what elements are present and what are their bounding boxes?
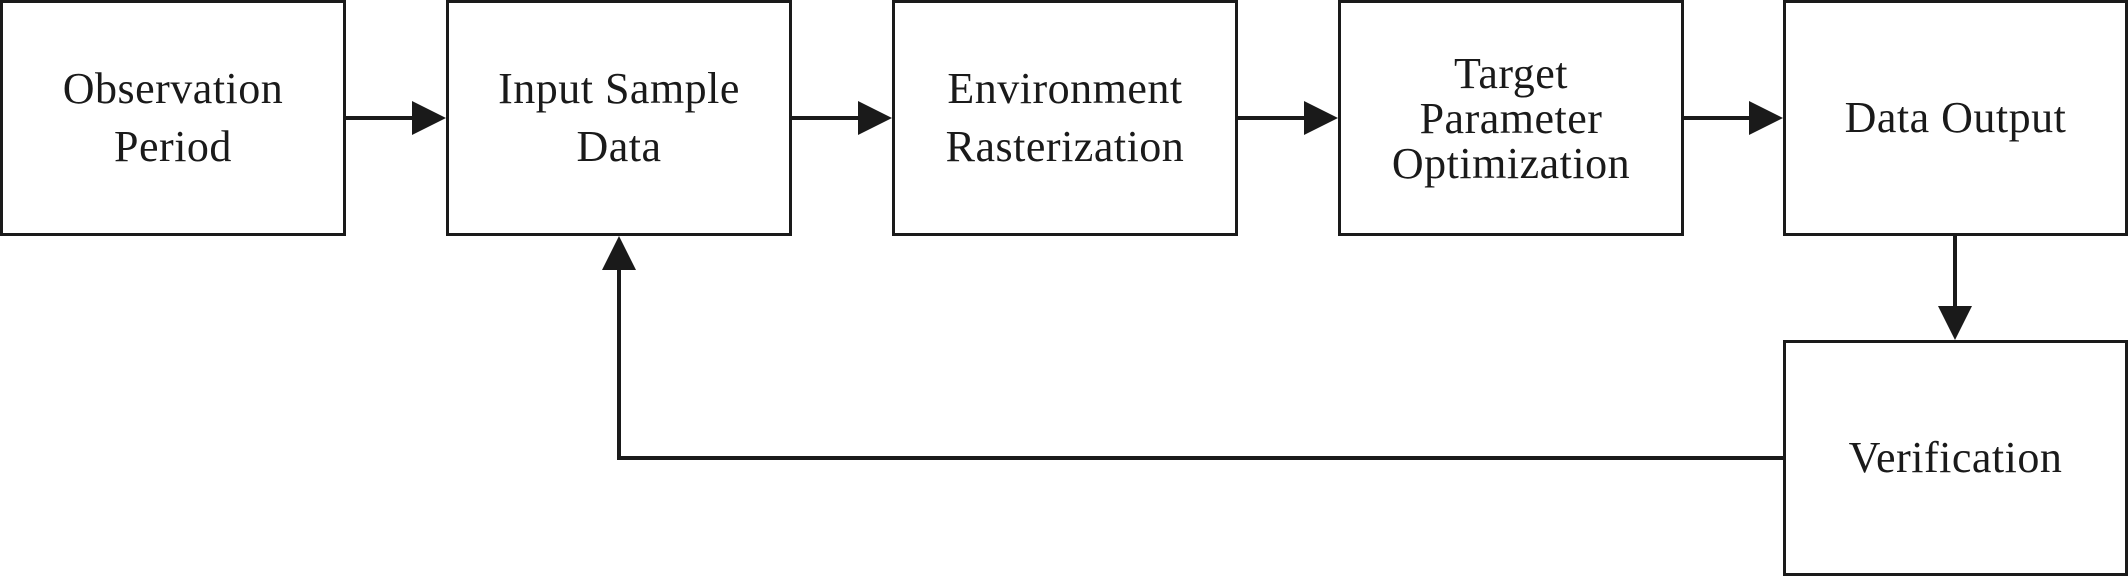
- arrow-observation-to-input: [346, 101, 446, 135]
- environment-rasterization-line-1: Environment: [947, 64, 1183, 113]
- target-parameter-optimization-line-1: Target: [1454, 48, 1568, 98]
- arrow-target-to-output: [1684, 101, 1783, 135]
- verification-box: Verification: [1783, 340, 2128, 576]
- input-sample-data-label: Input Sample Data: [498, 60, 740, 176]
- target-parameter-optimization-box: Target Parameter Optimization: [1338, 0, 1684, 236]
- observation-period-line-1: Observation: [62, 64, 284, 113]
- input-sample-data-line-1: Input Sample: [498, 64, 740, 113]
- observation-period-line-2: Period: [114, 122, 232, 171]
- input-sample-data-box: Input Sample Data: [446, 0, 792, 236]
- observation-period-box: Observation Period: [0, 0, 346, 236]
- arrow-input-to-environment: [792, 101, 892, 135]
- target-parameter-optimization-line-3: Optimization: [1391, 138, 1631, 188]
- data-output-box: Data Output: [1783, 0, 2128, 236]
- verification-label: Verification: [1849, 429, 2063, 487]
- target-parameter-optimization-label: Target Parameter Optimization: [1392, 51, 1630, 186]
- environment-rasterization-box: Environment Rasterization: [892, 0, 1238, 236]
- arrow-environment-to-target: [1238, 101, 1338, 135]
- input-sample-data-line-2: Data: [576, 122, 662, 171]
- verification-line-1: Verification: [1848, 433, 2063, 482]
- environment-rasterization-line-2: Rasterization: [945, 122, 1185, 171]
- data-output-line-1: Data Output: [1844, 93, 2067, 142]
- environment-rasterization-label: Environment Rasterization: [946, 60, 1185, 176]
- data-output-label: Data Output: [1845, 89, 2067, 147]
- observation-period-label: Observation Period: [63, 60, 284, 176]
- arrow-verification-to-input: [602, 236, 1783, 460]
- target-parameter-optimization-line-2: Parameter: [1419, 93, 1603, 143]
- arrow-output-to-verification: [1938, 236, 1972, 340]
